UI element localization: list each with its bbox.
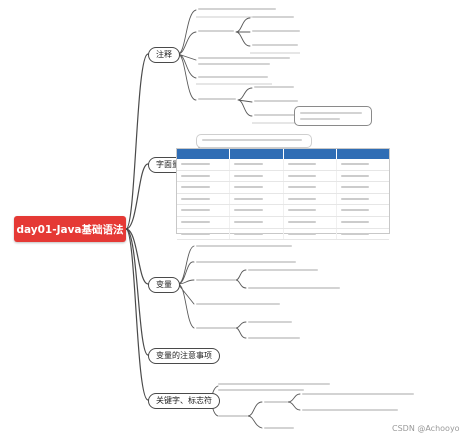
connector-variables-grandchildren [235, 269, 247, 339]
leaf-node [196, 261, 296, 263]
connector-root-notes [125, 53, 149, 230]
branch-notes[interactable]: 注释 [148, 47, 180, 63]
leaf-node [218, 383, 330, 385]
leaf-node [254, 114, 300, 116]
table-row [177, 159, 389, 171]
leaf-node [196, 245, 292, 247]
leaf-node [252, 16, 294, 18]
table-header-row [177, 149, 389, 159]
leaf-node [254, 86, 294, 88]
connector-notes-children [177, 9, 197, 101]
leaf-node [248, 337, 300, 339]
connector-root-literals [125, 163, 149, 230]
leaf-node [264, 401, 288, 403]
table-row [177, 205, 389, 217]
leaf-node [198, 30, 234, 32]
table-row [177, 170, 389, 183]
table-row [177, 193, 389, 206]
leaf-node [198, 57, 290, 59]
connector-keywords-grandchildren [247, 393, 301, 429]
table-row [177, 228, 389, 241]
leaf-node [300, 118, 340, 120]
note-box [294, 106, 372, 126]
leaf-node [264, 427, 294, 429]
branch-variable-notes[interactable]: 变量的注意事项 [148, 348, 220, 364]
leaf-node [218, 415, 248, 417]
connector-root-variable-notes [125, 228, 149, 356]
leaf-node [252, 44, 298, 46]
branch-variables[interactable]: 变量 [148, 277, 180, 293]
connector-notes-grandchildren [235, 17, 253, 117]
leaf-node [300, 112, 362, 114]
leaf-node [196, 327, 236, 329]
watermark: CSDN @Achooyo [392, 424, 460, 433]
leaf-node [198, 8, 276, 10]
table-row [177, 216, 389, 229]
root-topic[interactable]: day01-Java基础语法 [14, 216, 126, 242]
leaf-node [302, 409, 398, 411]
leaf-node [248, 269, 318, 271]
literals-table [176, 148, 390, 241]
leaf-node [196, 279, 236, 281]
connector-variables-children [177, 245, 195, 329]
leaf-node [254, 100, 298, 102]
table-row [177, 182, 389, 194]
connector-root-keywords [125, 228, 149, 401]
leaf-node [248, 287, 340, 289]
leaf-node [198, 63, 270, 65]
leaf-node [248, 321, 292, 323]
branch-keywords-identifiers[interactable]: 关键字、标志符 [148, 393, 220, 409]
connector-root-variables [125, 228, 149, 285]
leaf-node [218, 389, 304, 391]
leaf-node [252, 30, 300, 32]
leaf-node [302, 393, 414, 395]
leaf-node [202, 139, 302, 141]
leaf-node [198, 76, 268, 78]
leaf-node [198, 98, 236, 100]
literals-note [196, 134, 312, 148]
leaf-node [196, 303, 280, 305]
